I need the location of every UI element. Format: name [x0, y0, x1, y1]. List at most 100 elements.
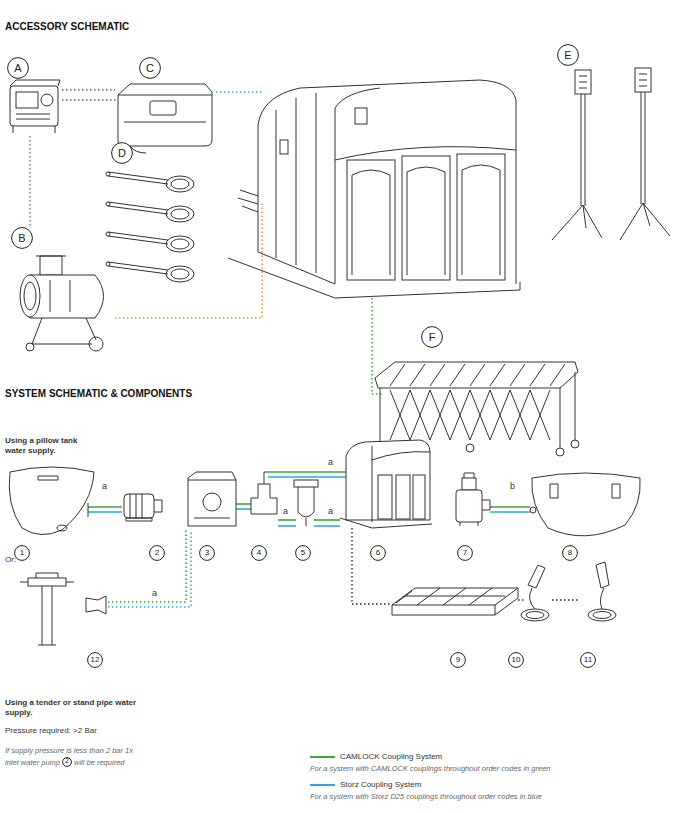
heater	[36, 256, 66, 257]
ground-stakes	[108, 172, 168, 184]
tent	[355, 108, 367, 124]
heater	[40, 256, 62, 275]
camlock-line	[490, 506, 530, 508]
callout-circle: 2	[62, 757, 72, 767]
tent	[340, 440, 432, 528]
waste-pump	[460, 522, 478, 526]
circle-outline	[252, 546, 267, 561]
filter	[294, 480, 318, 526]
power-unit	[118, 95, 212, 96]
callout-label: 5	[295, 545, 311, 561]
supply-heading: Using a pillow tank water supply.	[5, 436, 93, 457]
callout-label: 1	[14, 545, 30, 561]
power-unit	[124, 122, 206, 123]
ground-stakes	[106, 262, 110, 266]
coupling-code: b	[510, 481, 515, 493]
water-heater	[188, 472, 236, 526]
circle-outline	[563, 546, 578, 561]
spray-gun	[521, 609, 549, 621]
spray-gun	[526, 612, 544, 619]
roller-conveyor	[380, 372, 575, 448]
ground-stakes	[106, 172, 110, 176]
tee-riser	[264, 472, 268, 484]
ground-stakes	[171, 179, 189, 189]
spray-gun	[521, 565, 549, 621]
floor-pallet	[396, 588, 505, 605]
heater	[50, 280, 70, 312]
drain-dotted-line	[518, 599, 524, 600]
pillow-tank	[9, 467, 94, 535]
generator	[16, 114, 50, 119]
coupling-code: a	[328, 506, 333, 518]
ground-stakes	[171, 269, 189, 279]
callout-circle: 4	[251, 545, 267, 561]
water-heater	[188, 480, 236, 481]
callout-label: D	[111, 142, 133, 164]
callout-circle: C	[139, 57, 161, 79]
callout-circle: 6	[370, 545, 386, 561]
roller-conveyor	[375, 362, 578, 388]
light-stand	[641, 92, 645, 204]
callout-circle: 1	[14, 545, 30, 561]
callout-label: A	[7, 57, 29, 79]
light-stand	[635, 68, 651, 92]
inlet-coupling	[86, 596, 106, 614]
heater	[20, 275, 40, 317]
legend-swatch	[310, 784, 335, 786]
circle-outline	[458, 546, 473, 561]
tent	[352, 165, 500, 275]
ground-stakes	[166, 236, 194, 252]
roller-conveyor	[556, 448, 564, 456]
callout-label: F	[421, 326, 443, 348]
power-link	[216, 91, 262, 93]
tent	[335, 88, 380, 284]
hand-shower	[593, 612, 611, 619]
water-pump	[124, 494, 154, 518]
ground-stakes	[106, 202, 110, 206]
waste-pump	[462, 478, 476, 490]
callout-label: 9	[450, 652, 466, 668]
generator	[13, 126, 55, 133]
light-stand	[581, 94, 585, 206]
tent	[340, 518, 432, 528]
tent	[516, 100, 517, 284]
callout-label: 4	[251, 545, 267, 561]
callout-circle: 5	[295, 545, 311, 561]
ground-stakes	[166, 176, 194, 192]
tent	[228, 258, 520, 298]
heat-duct-link	[115, 202, 262, 318]
waste-pump	[456, 490, 482, 522]
or-note: Or:	[5, 555, 16, 565]
circle-outline	[451, 653, 466, 668]
water-heater	[188, 472, 236, 526]
storz-line	[268, 476, 346, 478]
generator	[10, 80, 60, 86]
circle-outline	[140, 58, 161, 79]
circle-outline	[422, 327, 443, 348]
tent	[228, 80, 520, 298]
storz-line	[88, 511, 122, 513]
roller-conveyor	[390, 364, 565, 386]
stand-pipe	[20, 582, 74, 583]
hand-shower	[600, 588, 604, 609]
power-unit	[118, 84, 212, 153]
tent	[238, 190, 258, 212]
storz-line	[490, 511, 530, 513]
pillow-tank	[9, 467, 94, 535]
tee-riser	[264, 472, 268, 484]
note-text: will be required	[74, 758, 124, 767]
tee-piece	[251, 484, 277, 514]
coupling-code: a	[328, 457, 333, 469]
hand-shower	[596, 562, 609, 588]
callout-circle: E	[557, 44, 579, 66]
light-stand	[639, 74, 647, 86]
filter	[294, 480, 318, 487]
light-stand	[575, 70, 591, 94]
callout-circle: F	[421, 326, 443, 348]
callout-label: 3	[199, 545, 215, 561]
circle-outline	[150, 546, 165, 561]
waste-pump	[456, 473, 490, 526]
storz-line	[236, 508, 251, 510]
callout-circle: 9	[450, 652, 466, 668]
